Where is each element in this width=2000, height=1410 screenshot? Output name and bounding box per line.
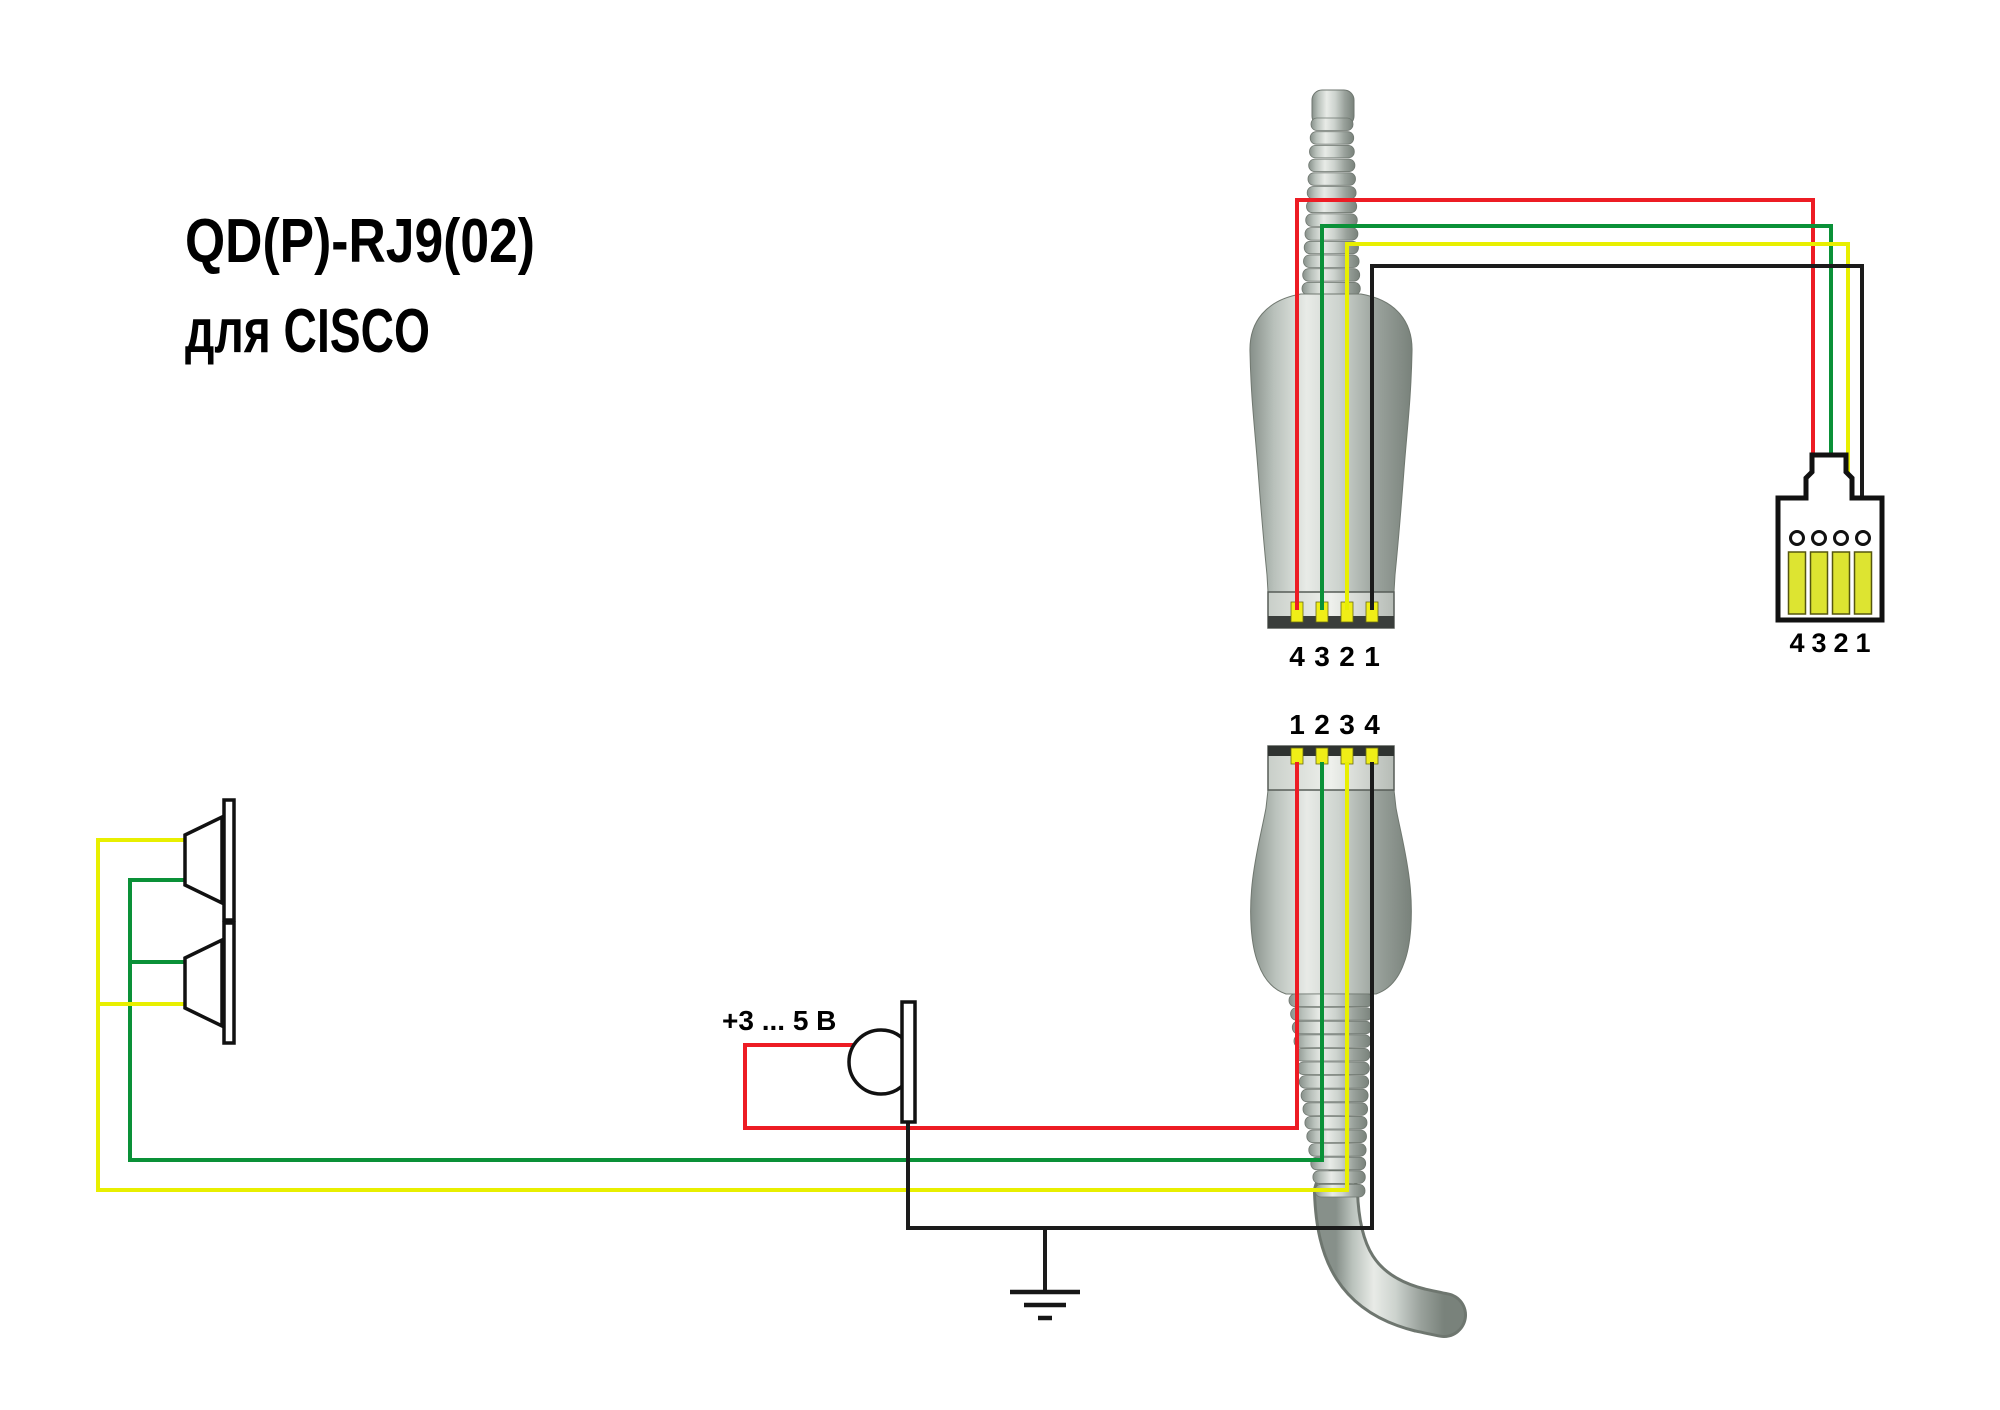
red-wire-qd-to-rj9 xyxy=(1295,198,1815,610)
rj9-pin-labels: 4 3 2 1 xyxy=(1789,628,1870,658)
cable-rib xyxy=(1291,1020,1372,1035)
pin-label: 1 xyxy=(1289,709,1305,740)
speaker-baffle xyxy=(222,798,236,922)
yellow-wire-qd-to-rj9 xyxy=(1345,242,1850,610)
cable-rib xyxy=(1300,1088,1369,1103)
qd-contact xyxy=(1365,747,1379,765)
cable-rib xyxy=(1306,199,1358,214)
cable-rib xyxy=(1290,1007,1373,1021)
cable-rib xyxy=(1308,1143,1367,1157)
rj9-pin-contact xyxy=(1853,551,1873,615)
top-qd-pin-labels: 4 3 2 1 xyxy=(1289,641,1380,672)
cable-rib xyxy=(1288,993,1374,1008)
cable-rib xyxy=(1306,1129,1367,1144)
rj9-pin-contact xyxy=(1787,551,1807,615)
qd-contact xyxy=(1290,747,1304,765)
speaker-symbol-top xyxy=(183,798,236,922)
cable-rib xyxy=(1302,1102,1368,1116)
cable-rib xyxy=(1306,186,1357,200)
pin-label: 1 xyxy=(1855,628,1870,658)
cable-rib xyxy=(1302,268,1361,282)
pin-label: 4 xyxy=(1289,641,1305,672)
bottom-qd-pin-labels: 1 2 3 4 xyxy=(1289,709,1380,740)
pin-label: 2 xyxy=(1833,628,1848,658)
pin-label: 3 xyxy=(1314,641,1330,672)
mic-voltage-label: +3 ... 5 В xyxy=(722,1005,836,1036)
yellow-wire-qd-to-speakers xyxy=(96,762,1349,1192)
pin-label: 3 xyxy=(1339,709,1355,740)
cable-rib xyxy=(1307,172,1356,186)
page-title-line1: QD(P)-RJ9(02) xyxy=(185,207,535,276)
qd-top-body xyxy=(1249,293,1413,593)
cable-rib xyxy=(1309,144,1355,159)
cable-rib xyxy=(1303,254,1360,268)
cable-rib xyxy=(1312,1170,1366,1184)
qd-contact xyxy=(1340,747,1354,765)
rj9-pin-contacts xyxy=(1787,551,1873,615)
pin-label: 4 xyxy=(1789,628,1804,658)
qd-bottom-body xyxy=(1250,789,1412,995)
cable-rib xyxy=(1304,227,1359,241)
diagram-title: QD(P)-RJ9(02) для CISCO xyxy=(185,207,535,366)
black-wire-qd-to-mic-ground xyxy=(906,762,1374,1230)
speaker-symbol-bottom xyxy=(183,921,236,1045)
qd-top-contacts xyxy=(1290,601,1379,623)
red-wire-qd-to-mic xyxy=(743,762,1299,1130)
cable-rib xyxy=(1298,1075,1370,1089)
microphone-terminal xyxy=(900,1000,917,1124)
cable-rib xyxy=(1310,1156,1367,1171)
wires xyxy=(96,198,1864,1290)
pin-label: 3 xyxy=(1811,628,1826,658)
rj9-pin-contact xyxy=(1809,551,1829,615)
green-wire-qd-to-rj9 xyxy=(1320,224,1833,610)
pin-label: 4 xyxy=(1364,709,1380,740)
green-wire-qd-to-speakers xyxy=(128,762,1324,1162)
rj9-pin-hole xyxy=(1833,530,1849,546)
rj9-pin-hole xyxy=(1855,530,1871,546)
page-title-line2: для CISCO xyxy=(185,297,430,366)
cable-rib xyxy=(1297,1061,1370,1076)
qd-bottom-face-edge xyxy=(1268,746,1394,756)
cable-rib xyxy=(1293,1034,1372,1048)
speaker-cone xyxy=(183,814,224,906)
cable-rib xyxy=(1301,281,1361,296)
pin-label: 2 xyxy=(1314,709,1330,740)
qd-bottom-contacts xyxy=(1290,747,1379,765)
cable-segment xyxy=(1316,1172,1464,1335)
cable-rib xyxy=(1309,131,1355,145)
cable-rib xyxy=(1304,1116,1368,1130)
rj9-pin-hole xyxy=(1811,530,1827,546)
top-qd-cable-ribs xyxy=(1301,117,1361,296)
speaker-cone xyxy=(183,937,224,1029)
rj9-pin-hole xyxy=(1789,530,1805,546)
black-wire-qd-to-rj9 xyxy=(1370,264,1864,610)
cable-rib xyxy=(1310,117,1354,131)
qd-contact xyxy=(1315,747,1329,765)
ground-symbol xyxy=(1010,1289,1080,1321)
pin-label: 2 xyxy=(1339,641,1355,672)
rj9-pin-contact xyxy=(1831,551,1851,615)
pin-label: 1 xyxy=(1364,641,1380,672)
microphone-symbol xyxy=(847,1000,917,1124)
cable-rib xyxy=(1308,158,1356,173)
cable-rib xyxy=(1303,240,1359,255)
rj9-connector xyxy=(1775,452,1885,623)
rj9-pin-holes xyxy=(1789,530,1871,546)
cable-rib xyxy=(1295,1048,1371,1062)
speaker-baffle xyxy=(222,921,236,1045)
